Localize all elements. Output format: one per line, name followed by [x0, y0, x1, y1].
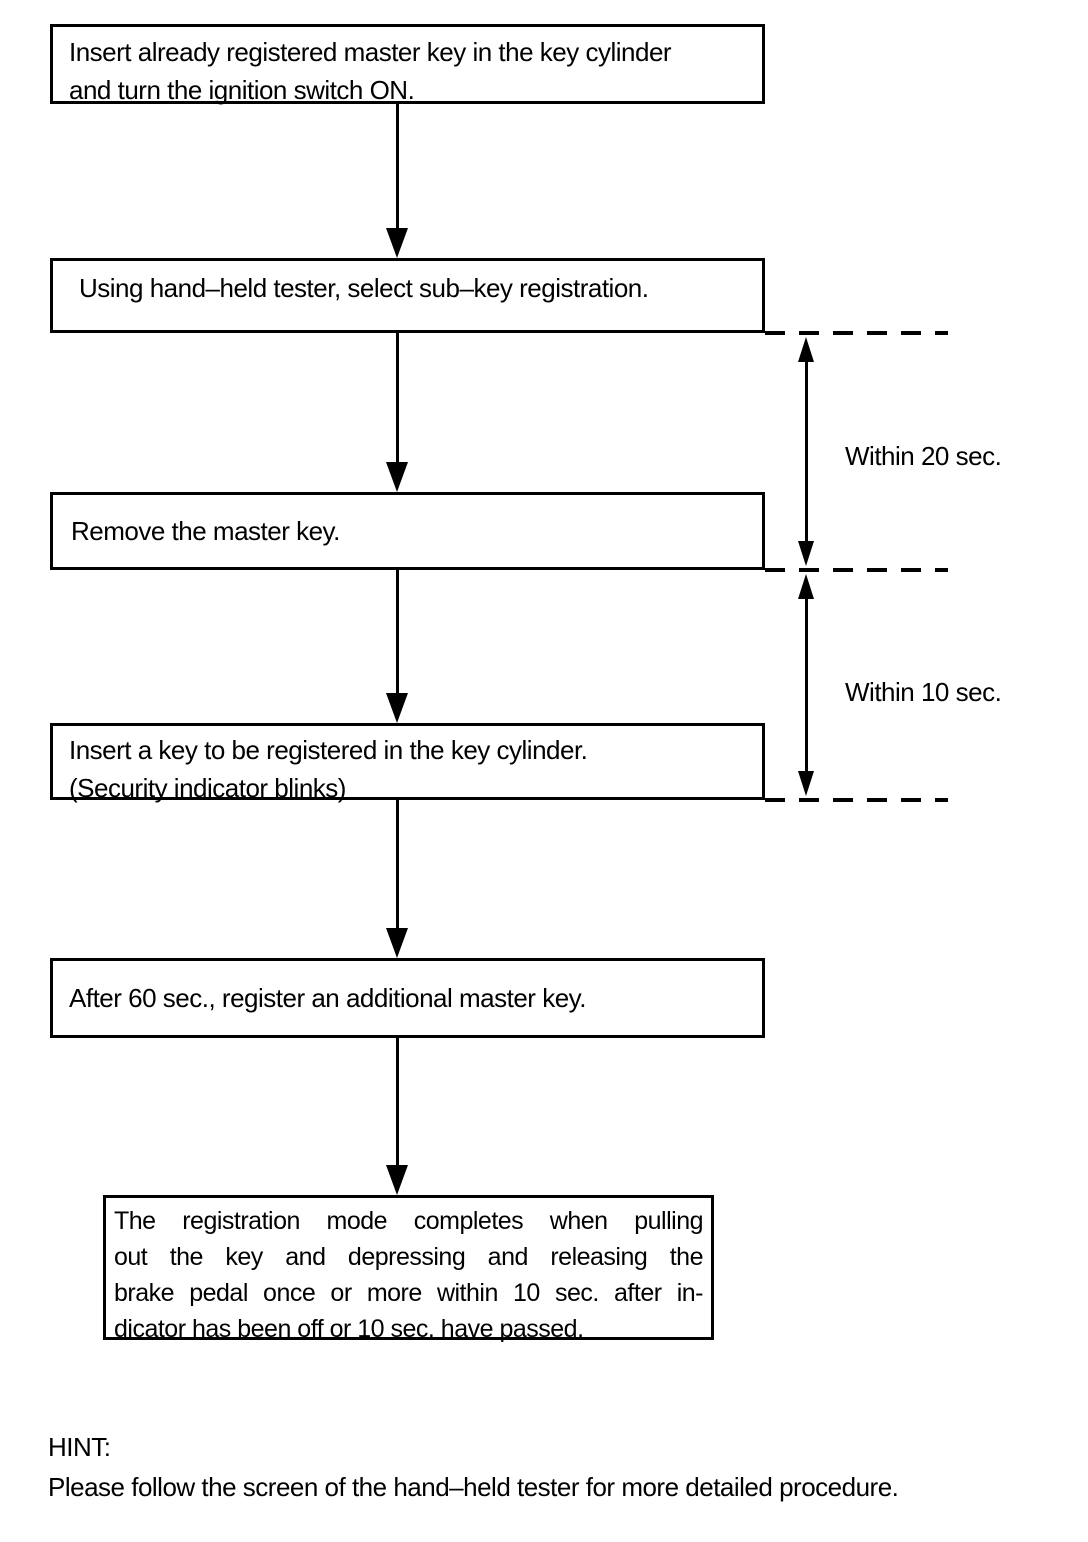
flow-arrow-line	[396, 104, 399, 230]
step-text-line: Insert already registered master key in …	[69, 37, 672, 67]
arrow-down-icon	[798, 541, 814, 566]
flow-step-insert-key-to-register: Insert a key to be registered in the key…	[50, 723, 765, 803]
timing-label-within-10-sec: Within 10 sec.	[845, 677, 1002, 707]
step-text-line: and turn the ignition switch ON.	[69, 75, 415, 105]
step-text-line: out the key and depressing and releasing…	[114, 1243, 704, 1271]
timing-span-arrow-1	[805, 352, 808, 554]
timing-dashed-line-1	[765, 331, 948, 335]
step-text-line: After 60 sec., register an additional ma…	[69, 983, 586, 1013]
timing-dashed-line-3	[765, 798, 948, 802]
arrow-down-icon	[386, 228, 408, 258]
arrow-up-icon	[798, 337, 814, 362]
arrow-down-icon	[386, 693, 408, 723]
flow-arrow-line	[396, 570, 399, 693]
step-text-line: The registration mode completes when pul…	[114, 1207, 704, 1235]
flow-arrow-line	[396, 800, 399, 928]
arrow-up-icon	[798, 574, 814, 599]
flow-step-register-additional-master-key: After 60 sec., register an additional ma…	[50, 958, 765, 1038]
step-text-line: Insert a key to be registered in the key…	[69, 735, 588, 765]
hint-title: HINT:	[48, 1432, 111, 1462]
flow-step-registration-mode-completes: The registration mode completes when pul…	[103, 1195, 714, 1343]
flow-arrow-line	[396, 1038, 399, 1165]
hint-text: Please follow the screen of the hand–hel…	[48, 1472, 899, 1502]
flow-step-select-sub-key-registration: Using hand–held tester, select sub–key r…	[50, 258, 765, 333]
arrow-down-icon	[386, 462, 408, 492]
arrow-down-icon	[386, 1165, 408, 1195]
step-text-line: Using hand–held tester, select sub–key r…	[79, 273, 649, 303]
flow-step-insert-registered-master-key: Insert already registered master key in …	[50, 24, 765, 105]
timing-label-within-20-sec: Within 20 sec.	[845, 441, 1002, 471]
step-text-line: Remove the master key.	[71, 516, 340, 546]
step-text-line: dicator has been off or 10 sec. have pas…	[114, 1315, 584, 1343]
step-text-line: brake pedal once or more within 10 sec. …	[114, 1279, 704, 1307]
arrow-down-icon	[798, 771, 814, 796]
flow-step-remove-master-key: Remove the master key.	[50, 492, 765, 570]
timing-dashed-line-2	[765, 568, 948, 572]
timing-span-arrow-2	[805, 590, 808, 780]
flow-arrow-line	[396, 333, 399, 462]
step-text-line: (Security indicator blinks)	[69, 773, 346, 803]
arrow-down-icon	[386, 928, 408, 958]
